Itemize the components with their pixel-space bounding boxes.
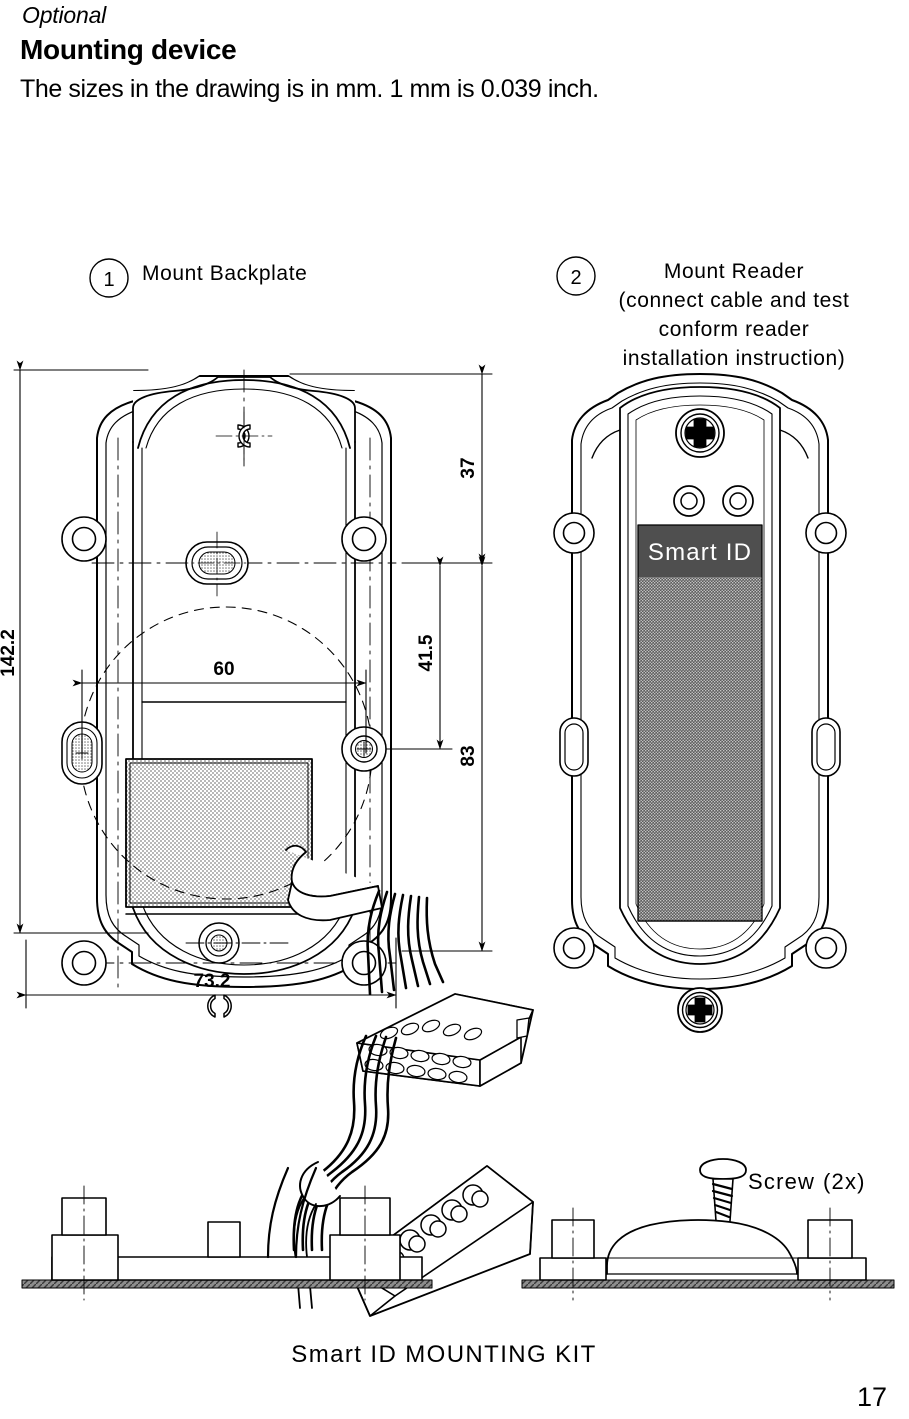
reader-hole-upper-right [805, 512, 847, 554]
step-1-label: Mount Backplate [142, 262, 307, 285]
dimension-83-label: 83 [458, 745, 479, 766]
reader-read-zone [637, 524, 763, 922]
technical-drawing: 1 2 Mount Backplate Mount Reader (connec… [0, 108, 909, 1419]
reader-screw-top [675, 408, 725, 458]
dimension-37-label: 37 [458, 457, 479, 478]
step-1-badge [89, 258, 129, 298]
backplate-lower-compartment [125, 913, 313, 915]
reader-hole-upper-left [553, 512, 595, 554]
backplate-cable-knockout [171, 531, 263, 597]
backplate-sections [141, 701, 347, 703]
backplate-orientation-glyph [207, 994, 232, 1018]
step-2-label-line-2: (connect cable and test [619, 289, 850, 312]
backplate-hole-upper-left [61, 516, 107, 562]
step-2-label-line-1: Mount Reader [664, 260, 804, 283]
dimension-lines [13, 360, 493, 1009]
drawing-caption: Smart ID MOUNTING KIT [291, 1341, 596, 1368]
reader-hole-lower-right [805, 927, 847, 969]
backplate-slot-mid-left [61, 721, 103, 785]
backplate-hole-upper-right [341, 516, 387, 562]
reader-brand-panel [638, 525, 762, 577]
reader-side-wings [591, 429, 809, 459]
dimension-41-5-label: 41.5 [416, 634, 437, 671]
backplate-hole-mid-right [341, 726, 387, 772]
backplate-screw-boss-bottom [185, 922, 289, 964]
dimension-60-label: 60 [213, 659, 234, 680]
backplate-hole-lower-left [61, 940, 107, 986]
reader-hole-lower-left [553, 927, 595, 969]
backplate-hole-lower-right [341, 940, 387, 986]
reader-slot-mid-left [559, 717, 589, 777]
step-1-number: 1 [103, 269, 114, 291]
screw-label: Screw [748, 1169, 815, 1194]
side-view-backplate [21, 1166, 433, 1301]
step-2-number: 2 [570, 267, 581, 289]
reader-brand-label: Smart ID [648, 539, 752, 566]
reader-slot-mid-right [811, 717, 841, 777]
header-subtitle: The sizes in the drawing is in mm. 1 mm … [20, 75, 599, 103]
side-view-reader [521, 1207, 895, 1301]
step-2-label-line-4: installation instruction) [623, 347, 846, 370]
screw-quantity-label: (2x) [823, 1169, 866, 1194]
reader-led-right [722, 485, 754, 517]
header-optional-label: Optional [22, 2, 107, 28]
reader-led-left [673, 485, 705, 517]
backplate-cutout [125, 758, 313, 908]
terminal-connector-upper [356, 993, 534, 1087]
reader-screw-bottom [677, 987, 723, 1033]
dimension-height-label: 142.2 [0, 629, 19, 677]
step-2-label-line-3: conform reader [659, 318, 810, 341]
backplate-keyhole-top [215, 411, 273, 461]
step-2-badge [556, 256, 596, 296]
backplate-cable [285, 844, 445, 996]
screw-icon [699, 1158, 747, 1231]
dimension-width-label: 73.2 [194, 971, 231, 992]
page-number: 17 [856, 1382, 887, 1412]
page-title: Mounting device [20, 34, 237, 65]
